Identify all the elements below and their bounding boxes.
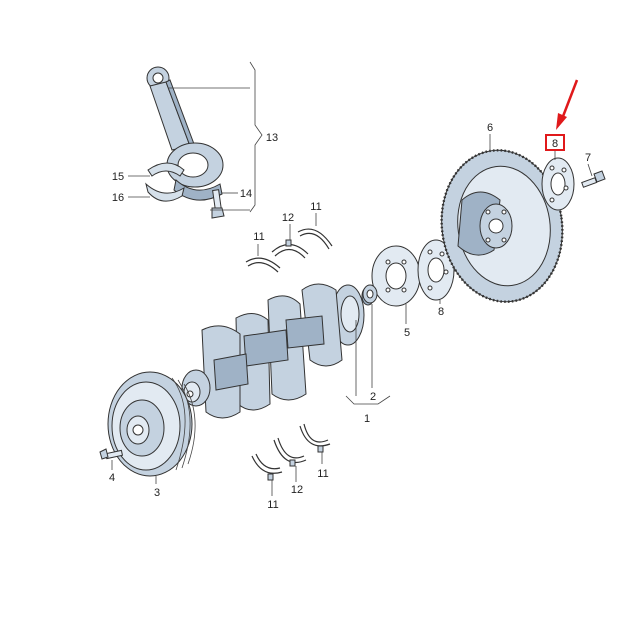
main-bearing-shell-lower-left — [251, 453, 283, 481]
thrust-bearing-shell-lower — [273, 437, 307, 467]
flywheel-bolt — [581, 170, 606, 188]
callout-11c: 11 — [267, 499, 278, 511]
flywheel — [440, 149, 564, 303]
callout-8: 8 — [438, 306, 444, 318]
callout-16: 16 — [112, 192, 124, 204]
bracket-13 — [168, 61, 263, 213]
callout-15: 15 — [112, 171, 124, 183]
leader-7 — [587, 163, 593, 177]
thrust-bearing-shell-upper — [271, 239, 309, 259]
callout-2: 2 — [370, 391, 376, 403]
callout-11a: 11 — [253, 231, 264, 243]
damper-bolt — [99, 448, 124, 460]
callout-11b: 11 — [310, 201, 321, 213]
spacer-plate-lower — [417, 239, 455, 301]
highlight-callout-8: 8 — [545, 134, 565, 151]
callout-1: 1 — [364, 413, 370, 425]
callout-12a: 12 — [282, 212, 294, 224]
vibration-damper — [107, 371, 196, 477]
callout-11d: 11 — [317, 468, 328, 480]
callout-8-highlighted: 8 — [552, 138, 558, 150]
highlight-box — [545, 134, 565, 151]
callout-12b: 12 — [291, 484, 303, 496]
callout-6: 6 — [487, 122, 493, 134]
callout-7: 7 — [585, 152, 591, 164]
callout-4: 4 — [109, 472, 115, 484]
callout-13: 13 — [266, 132, 278, 144]
sensor-wheel — [371, 245, 421, 307]
main-bearing-shell-upper-left — [245, 257, 281, 273]
pilot-bearing — [362, 284, 378, 304]
red-arrow-icon — [556, 79, 579, 130]
bracket-1 — [345, 395, 391, 405]
connecting-rod — [146, 66, 225, 219]
callout-5: 5 — [404, 327, 410, 339]
main-bearing-shell-lower-right — [299, 423, 331, 453]
crankshaft — [181, 283, 375, 419]
bearing-shell-upper — [147, 162, 185, 177]
spacer-plate-upper — [541, 157, 575, 211]
bearing-shell-lower — [145, 182, 185, 202]
callout-14: 14 — [240, 188, 252, 200]
main-bearing-shell-upper-right — [297, 228, 333, 250]
callout-3: 3 — [154, 487, 160, 499]
